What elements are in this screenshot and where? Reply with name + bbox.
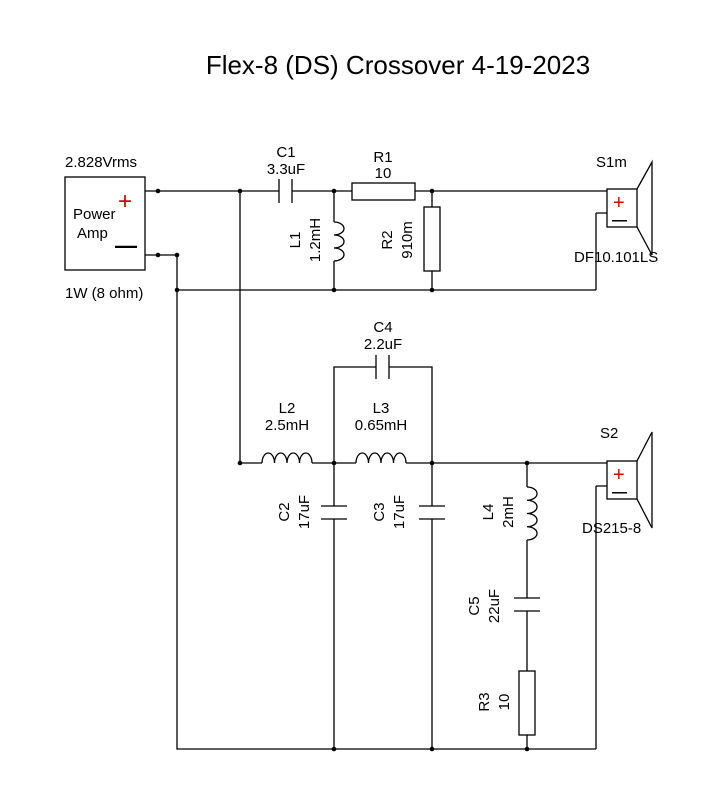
junction-dot	[331, 287, 337, 293]
schematic-title: Flex-8 (DS) Crossover 4-19-2023	[206, 50, 590, 80]
junction-dot	[331, 188, 337, 194]
c3-ref-label: C3	[371, 502, 388, 521]
junction-dot	[331, 746, 337, 752]
junction-dot	[155, 252, 161, 258]
source-power-label: 1W (8 ohm)	[65, 285, 143, 302]
c1-value-label: 3.3uF	[267, 161, 305, 178]
r3-value-label: 10	[496, 694, 513, 711]
inductor-l4: L4 2mH	[480, 486, 538, 541]
power-amp-box	[64, 176, 146, 271]
s1-model-label: DF10.101LS	[574, 249, 658, 266]
s2-model-label: DS215-8	[582, 520, 641, 537]
power-amp-label: Power	[73, 206, 116, 223]
junction-dot	[429, 460, 435, 466]
speaker-magnet-icon	[606, 188, 638, 228]
capacitor-c5: C5 22uF	[466, 589, 540, 623]
c5-value-label: 22uF	[486, 589, 503, 623]
c2-value-label: 17uF	[296, 495, 313, 529]
r1-value-label: 10	[375, 165, 392, 182]
resistor-r2: R2 910m	[379, 206, 441, 272]
inductor-l2: L2 2.5mH	[261, 400, 313, 464]
speaker-plus-icon: +	[613, 464, 625, 486]
junction-dot	[174, 287, 180, 293]
speaker-cone-icon	[636, 159, 653, 256]
speaker-cone-icon	[636, 431, 653, 529]
source-voltage-label: 2.828Vrms	[65, 154, 137, 171]
speaker-plus-icon: +	[613, 192, 625, 214]
capacitor-c3: C3 17uF	[371, 495, 445, 529]
power-amp: 2.828Vrms Power Amp + — 1W (8 ohm)	[64, 154, 146, 302]
capacitor-c2: C2 17uF	[276, 495, 347, 529]
r2-value-label: 910m	[399, 221, 416, 259]
resistor-r3: R3 10	[476, 670, 536, 736]
resistor-r1: R1 10	[351, 149, 416, 201]
junction-dot	[429, 746, 435, 752]
junction-dot	[174, 252, 180, 258]
c2-ref-label: C2	[276, 502, 293, 521]
c4-ref-label: C4	[373, 319, 392, 336]
plus-terminal-icon: +	[118, 188, 132, 215]
speaker-s2: + — S2 DS215-8	[582, 425, 653, 537]
r3-ref-label: R3	[476, 692, 493, 711]
minus-terminal-icon: —	[115, 233, 137, 258]
l4-value-label: 2mH	[500, 496, 517, 528]
l1-ref-label: L1	[287, 232, 304, 249]
l3-value-label: 0.65mH	[355, 417, 408, 434]
junction-dot	[237, 460, 243, 466]
junction-dot	[331, 460, 337, 466]
l4-ref-label: L4	[480, 504, 497, 521]
junction-dot	[524, 746, 530, 752]
r1-ref-label: R1	[373, 149, 392, 166]
l2-ref-label: L2	[279, 400, 296, 417]
c5-ref-label: C5	[466, 596, 483, 615]
speaker-magnet-icon	[606, 460, 638, 500]
r2-ref-label: R2	[379, 230, 396, 249]
s1-ref-label: S1m	[596, 154, 627, 171]
inductor-l3: L3 0.65mH	[355, 400, 408, 464]
power-amp-label-2: Amp	[77, 225, 108, 242]
speaker-minus-icon: —	[612, 484, 627, 501]
junction-dot	[237, 188, 243, 194]
l2-value-label: 2.5mH	[265, 417, 309, 434]
speaker-s1m: + — S1m DF10.101LS	[574, 154, 658, 266]
s2-ref-label: S2	[600, 425, 618, 442]
junction-dot	[429, 287, 435, 293]
l1-value-label: 1.2mH	[307, 218, 324, 262]
junction-dot	[524, 460, 530, 466]
c4-value-label: 2.2uF	[364, 336, 402, 353]
junction-dots	[155, 188, 530, 752]
l3-ref-label: L3	[373, 400, 390, 417]
c1-ref-label: C1	[276, 144, 295, 161]
c3-value-label: 17uF	[391, 495, 408, 529]
inductor-l1: L1 1.2mH	[287, 218, 345, 262]
junction-dot	[155, 188, 161, 194]
junction-dot	[429, 188, 435, 194]
capacitor-c4: C4 2.2uF	[364, 319, 402, 379]
capacitor-c1: C1 3.3uF	[267, 144, 305, 203]
wires	[145, 190, 607, 750]
speaker-minus-icon: —	[612, 212, 627, 229]
